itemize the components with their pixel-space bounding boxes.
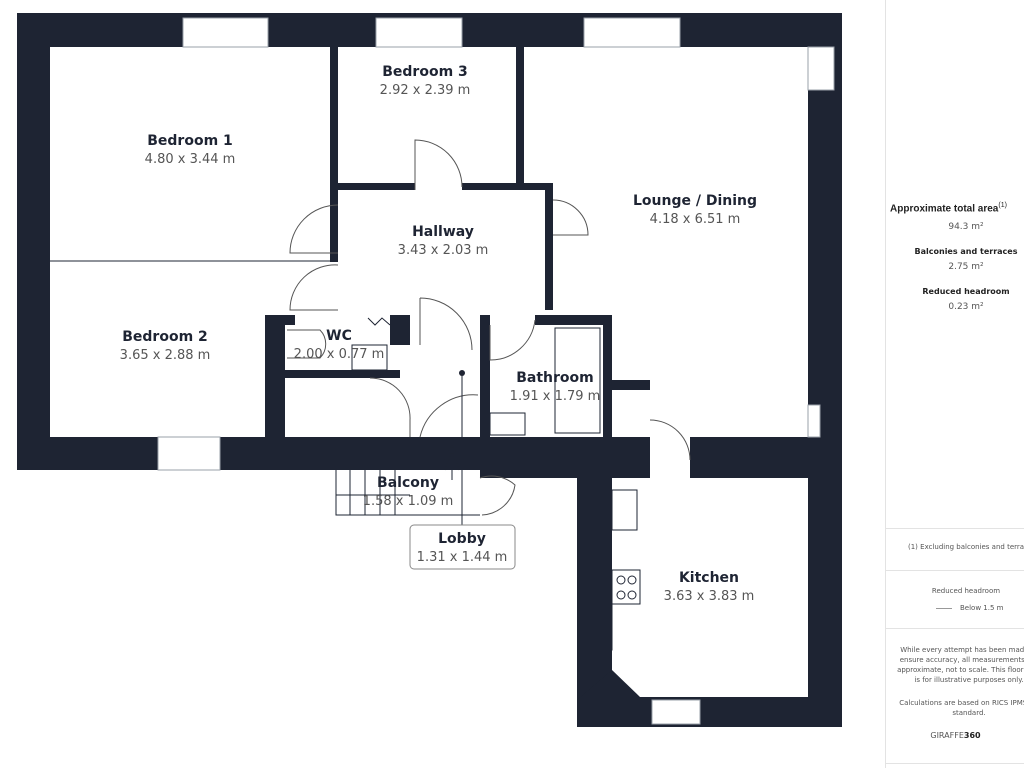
legend-line-icon <box>936 607 952 609</box>
room-name: Balcony <box>377 475 439 491</box>
info-panel: Approximate total area(1) 94.3 m² Balcon… <box>885 0 1024 768</box>
room-labels: Bedroom 1 4.80 x 3.44 m Bedroom 2 3.65 x… <box>120 64 757 604</box>
room-name: Hallway <box>412 224 474 240</box>
room-dims: 1.58 x 1.09 m <box>363 494 454 509</box>
room-dims: 2.00 x 0.77 m <box>294 347 385 362</box>
brand-text: GIRAFFE <box>930 731 964 740</box>
reduced-label: Reduced headroom <box>922 287 1010 296</box>
brand-number: 360 <box>963 731 981 740</box>
room-dims: 4.80 x 3.44 m <box>145 152 236 167</box>
floor-plan: Bedroom 1 4.80 x 3.44 m Bedroom 2 3.65 x… <box>17 13 842 727</box>
room-name: WC <box>326 328 352 344</box>
windows <box>157 17 835 725</box>
room-name: Bedroom 3 <box>382 64 468 80</box>
total-area-sup: (1) <box>998 202 1007 209</box>
room-dims: 4.18 x 6.51 m <box>650 212 741 227</box>
brand-logo: GIRAFFE360 <box>886 731 1024 740</box>
balconies-value: 2.75 m² <box>948 262 984 272</box>
internal-lines-and-doors <box>50 139 691 651</box>
room-name: Bedroom 2 <box>122 329 208 345</box>
room-name: Kitchen <box>679 570 739 586</box>
calculation-note: Calculations are based on RICS IPMS 3C s… <box>899 699 1024 717</box>
footnote: (1) Excluding balconies and terraces <box>908 543 1024 551</box>
room-dims: 1.31 x 1.44 m <box>417 550 508 565</box>
room-dims: 2.92 x 2.39 m <box>380 83 471 98</box>
lobby-label-box <box>409 524 516 570</box>
room-name: Lobby <box>438 531 486 547</box>
walls <box>17 13 842 727</box>
total-area-label: Approximate total area <box>890 203 999 215</box>
room-name: Bedroom 1 <box>147 133 233 149</box>
room-dims: 3.43 x 2.03 m <box>398 243 489 258</box>
room-name: Lounge / Dining <box>633 193 757 209</box>
legend-item: Below 1.5 m <box>960 604 1004 612</box>
legend-title: Reduced headroom <box>931 587 1001 595</box>
reduced-value: 0.23 m² <box>948 302 984 312</box>
room-dims: 3.63 x 3.83 m <box>664 589 755 604</box>
total-area-value: 94.3 m² <box>948 222 984 232</box>
room-dims: 1.91 x 1.79 m <box>510 389 601 404</box>
room-dims: 3.65 x 2.88 m <box>120 348 211 363</box>
balconies-label: Balconies and terraces <box>914 247 1018 256</box>
room-name: Bathroom <box>516 370 594 386</box>
